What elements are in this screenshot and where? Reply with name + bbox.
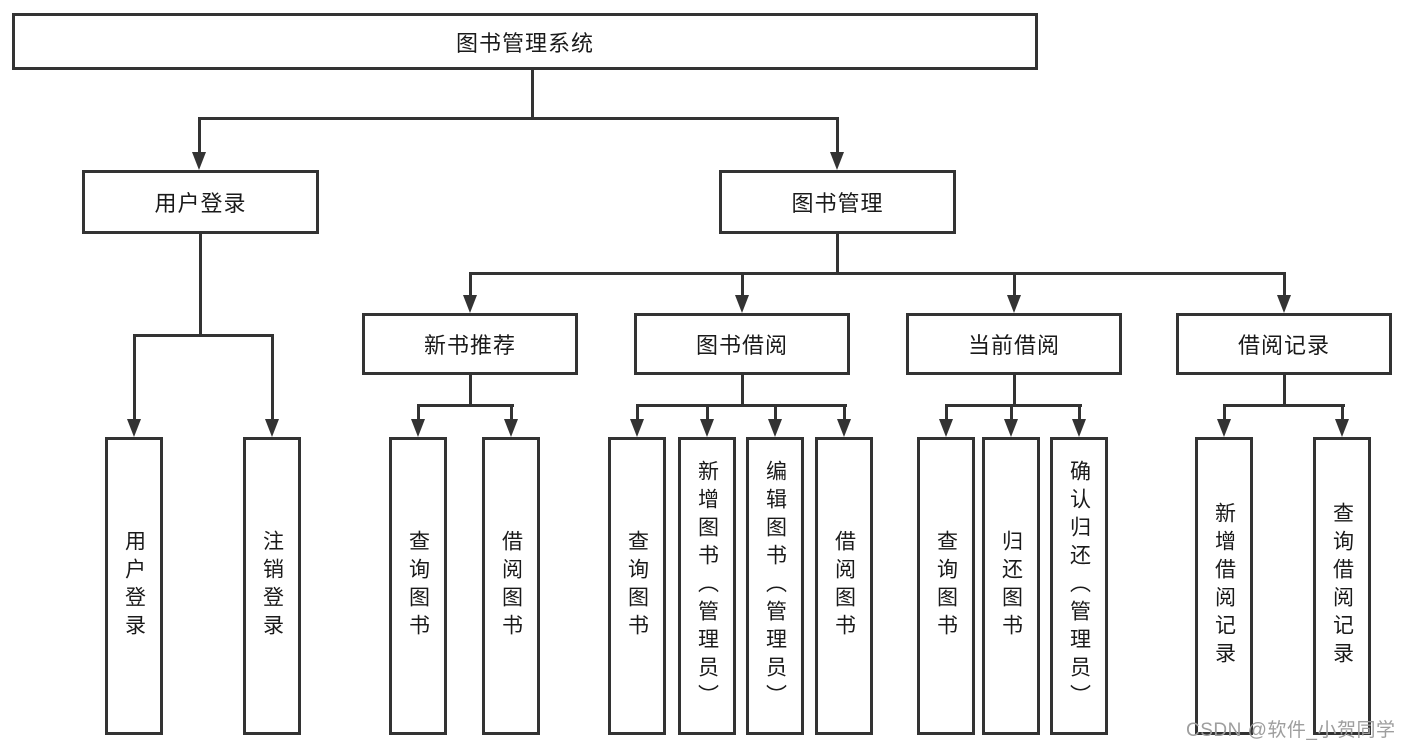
leaf-recommend-borrow-book: 借阅图书 [482, 437, 540, 735]
connector-book-mgmt-stem [836, 234, 839, 274]
arrow-down [127, 419, 141, 437]
node-book-management: 图书管理 [719, 170, 956, 234]
connector-leaf-drop [636, 404, 639, 421]
connector-user-login-drop [198, 117, 201, 155]
connector-leaf-drop [706, 404, 709, 421]
node-book-borrowing: 图书借阅 [634, 313, 850, 375]
arrow-down [463, 295, 477, 313]
leaf-current-query-book: 查询图书 [917, 437, 975, 735]
connector-root-stem [531, 70, 534, 118]
connector-leaf-drop [843, 404, 846, 421]
node-library-system: 图书管理系统 [12, 13, 1038, 70]
connector-user-login-rail [133, 334, 274, 337]
connector-leaf-drop [1341, 404, 1344, 421]
arrow-down [265, 419, 279, 437]
arrow-down [411, 419, 425, 437]
connector-records-rail [1223, 404, 1345, 407]
connector-leaf-drop [774, 404, 777, 421]
connector-current-rail [945, 404, 1082, 407]
connector-records-stem [1283, 375, 1286, 406]
connector-leaf-drop [1223, 404, 1226, 421]
connector-recommend-rail [417, 404, 514, 407]
leaf-add-borrow-record: 新增借阅记录 [1195, 437, 1253, 735]
arrow-down [768, 419, 782, 437]
connector-borrowing-stem [741, 375, 744, 406]
connector-user-login-stem [199, 234, 202, 336]
leaf-recommend-query-book: 查询图书 [389, 437, 447, 735]
node-current-borrowing: 当前借阅 [906, 313, 1122, 375]
arrow-down [735, 295, 749, 313]
connector-l3-drop [741, 272, 744, 298]
leaf-logout: 注销登录 [243, 437, 301, 735]
leaf-borrowing-query-book: 查询图书 [608, 437, 666, 735]
arrow-down [1335, 419, 1349, 437]
arrow-down [504, 419, 518, 437]
arrow-down [837, 419, 851, 437]
connector-leaf-drop [271, 334, 274, 421]
leaf-confirm-return-admin: 确认归还（管理员） [1050, 437, 1108, 735]
csdn-watermark: CSDN @软件_小贺同学 [1186, 720, 1396, 741]
connector-borrowing-rail [636, 404, 847, 407]
connector-leaf-drop [1010, 404, 1013, 421]
connector-leaf-drop [133, 334, 136, 421]
connector-recommend-stem [469, 375, 472, 406]
arrow-down [1072, 419, 1086, 437]
arrow-down [1217, 419, 1231, 437]
leaf-add-book-admin: 新增图书（管理员） [678, 437, 736, 735]
leaf-user-login: 用户登录 [105, 437, 163, 735]
connector-level3-rail [469, 272, 1286, 275]
connector-level2-rail [198, 117, 839, 120]
leaf-edit-book-admin: 编辑图书（管理员） [746, 437, 804, 735]
arrow-down [1277, 295, 1291, 313]
arrow-down [192, 152, 206, 170]
leaf-return-book: 归还图书 [982, 437, 1040, 735]
node-borrow-records: 借阅记录 [1176, 313, 1392, 375]
leaf-query-borrow-record: 查询借阅记录 [1313, 437, 1371, 735]
connector-l3-drop [1283, 272, 1286, 298]
leaf-borrowing-borrow-book: 借阅图书 [815, 437, 873, 735]
connector-current-stem [1013, 375, 1016, 406]
connector-leaf-drop [945, 404, 948, 421]
arrow-down [1007, 295, 1021, 313]
node-user-login: 用户登录 [82, 170, 319, 234]
node-new-book-recommend: 新书推荐 [362, 313, 578, 375]
arrow-down [700, 419, 714, 437]
arrow-down [939, 419, 953, 437]
arrow-down [1004, 419, 1018, 437]
connector-book-mgmt-drop [836, 117, 839, 155]
connector-leaf-drop [510, 404, 513, 421]
arrow-down [630, 419, 644, 437]
connector-l3-drop [469, 272, 472, 298]
connector-leaf-drop [417, 404, 420, 421]
arrow-down [830, 152, 844, 170]
connector-leaf-drop [1078, 404, 1081, 421]
connector-l3-drop [1013, 272, 1016, 298]
